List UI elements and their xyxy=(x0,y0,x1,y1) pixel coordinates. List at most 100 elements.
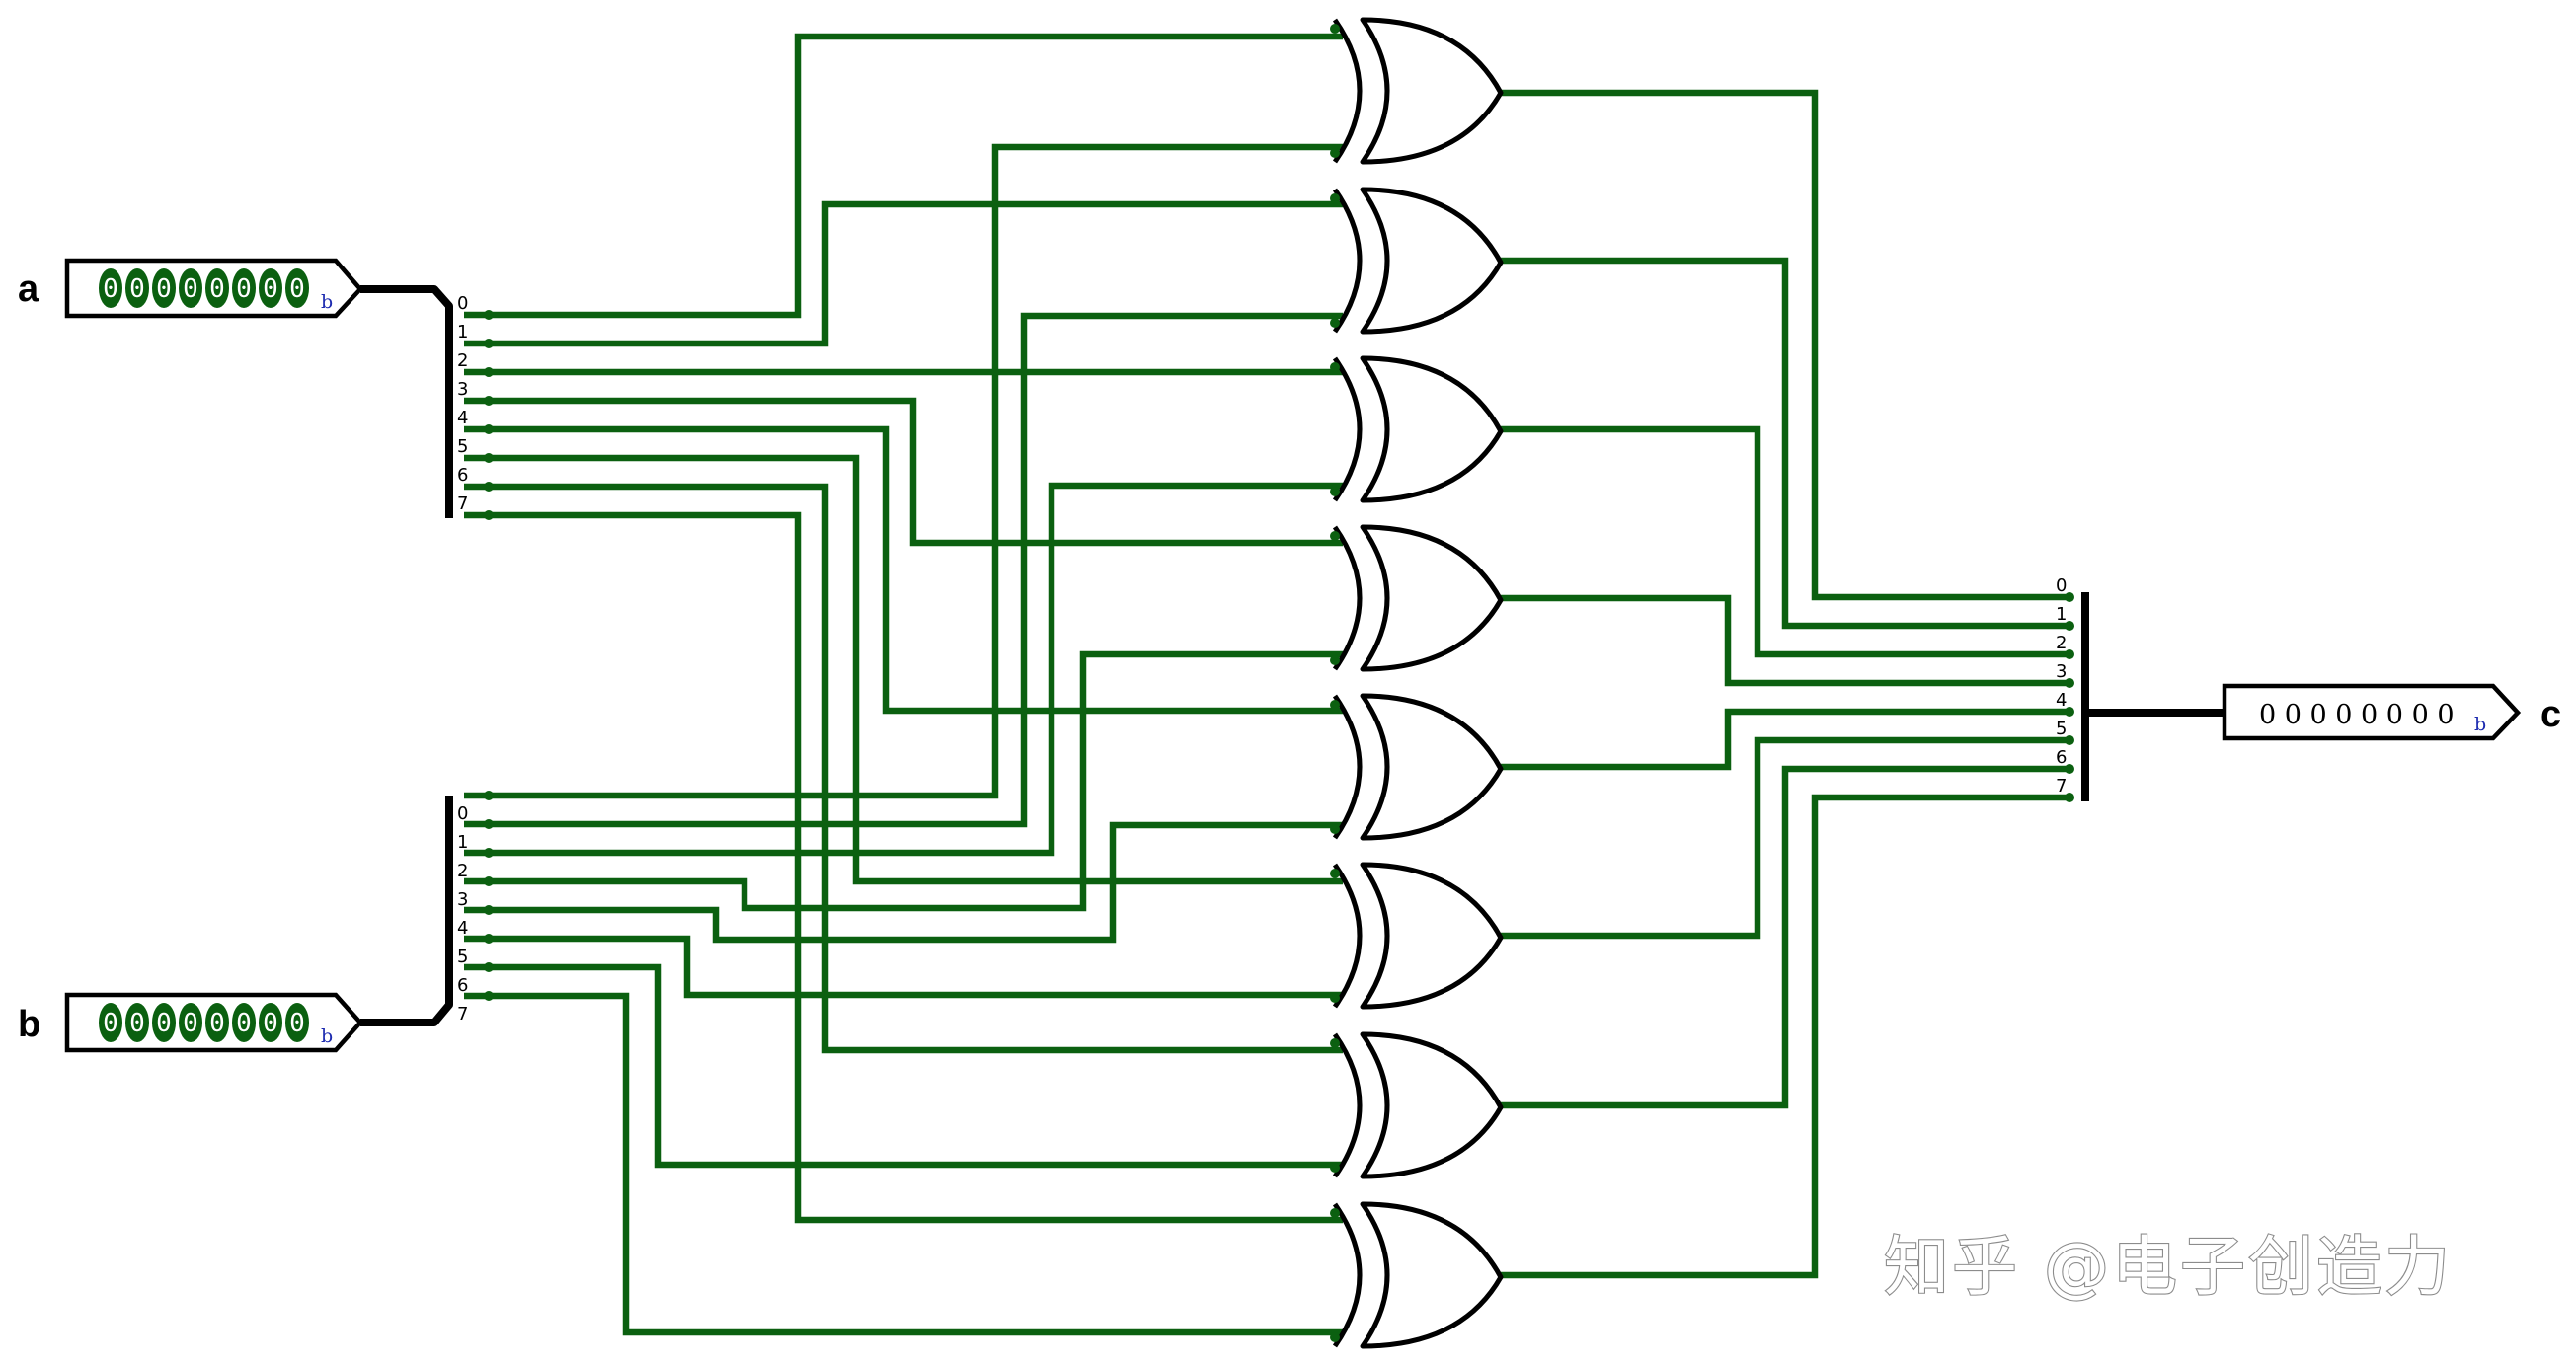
xor-gate-input-arc xyxy=(1332,188,1363,334)
input-bit-value: 0 xyxy=(103,1009,118,1038)
input-bit-value: 0 xyxy=(156,274,172,304)
splitter-tap-dot xyxy=(484,510,494,520)
splitter-b-bit-label: 4 xyxy=(457,918,468,939)
splitter-b-bit-label: 7 xyxy=(457,1004,468,1024)
xor-gate-body xyxy=(1360,862,1504,1010)
input-bit-7[interactable] xyxy=(285,1003,309,1042)
wire-out3 xyxy=(1501,594,2073,687)
splitter-a-bit-label: 4 xyxy=(457,408,468,428)
input-bit-value: 0 xyxy=(156,1009,172,1038)
splitter-tap-dot xyxy=(2065,621,2074,631)
splitter-tap-dot xyxy=(2065,678,2074,688)
gate-input-dot xyxy=(1330,362,1340,372)
bus-layer xyxy=(360,285,2225,1026)
gate-input-dot xyxy=(1330,1208,1340,1218)
input-b-radix: b xyxy=(321,1025,333,1047)
xor-gate-3 xyxy=(1332,524,1504,672)
splitter-a-bit-label: 1 xyxy=(457,322,468,342)
splitter-c-bit-label: 4 xyxy=(2056,690,2067,711)
gate-input-dot xyxy=(1330,700,1340,710)
output-pin-c: 0 0 0 0 0 0 0 0 b xyxy=(2222,683,2522,741)
input-bit-7[interactable] xyxy=(285,268,309,308)
splitter-tap-dot xyxy=(484,396,494,406)
gate-input-dot xyxy=(1330,531,1340,541)
xor-gate-input-arc xyxy=(1332,356,1363,502)
xor-gate-body xyxy=(1360,693,1504,841)
splitter-b-bit-label: 0 xyxy=(457,803,468,824)
xor-gate-input-arc xyxy=(1332,694,1363,840)
input-bit-value: 0 xyxy=(263,274,278,304)
splitter-tap-dot xyxy=(484,367,494,377)
splitter-tap-dot xyxy=(484,819,494,829)
input-bit-2[interactable] xyxy=(152,1003,176,1042)
input-bit-5[interactable] xyxy=(232,1003,256,1042)
gate-input-dot xyxy=(1330,487,1340,496)
input-bit-value: 0 xyxy=(236,1009,252,1038)
wire-a3 xyxy=(464,397,1343,547)
xor-gate-7 xyxy=(1332,1201,1504,1349)
splitter-a-bit-label: 2 xyxy=(457,350,468,371)
input-bit-value: 0 xyxy=(183,1009,198,1038)
input-bit-value: 0 xyxy=(129,274,145,304)
gate-input-dot xyxy=(1330,869,1340,878)
xor-gate-body xyxy=(1360,187,1504,335)
wire-a6 xyxy=(464,483,1343,1054)
wire-layer xyxy=(464,33,2073,1336)
input-bit-value: 0 xyxy=(209,274,225,304)
wire-out4 xyxy=(1501,708,2073,771)
splitter-tap-dot xyxy=(484,482,494,492)
splitter-tap-dot xyxy=(484,991,494,1001)
splitter-tap-dot xyxy=(484,848,494,858)
input-bit-1[interactable] xyxy=(125,268,149,308)
output-c-value: 0 0 0 0 0 0 0 0 xyxy=(2259,700,2455,730)
splitter-b-bit-label: 6 xyxy=(457,975,468,996)
splitter-a-bit-label: 0 xyxy=(457,293,468,314)
input-bit-6[interactable] xyxy=(259,268,282,308)
input-bit-4[interactable] xyxy=(205,1003,229,1042)
wire-a1 xyxy=(464,200,1343,347)
splitter-tap-dot xyxy=(484,962,494,972)
splitter-tap-dot xyxy=(484,339,494,348)
input-bit-2[interactable] xyxy=(152,268,176,308)
gate-input-dot xyxy=(1330,993,1340,1003)
input-bit-3[interactable] xyxy=(179,268,202,308)
bus-b xyxy=(360,796,453,1026)
input-bit-0[interactable] xyxy=(99,268,122,308)
splitter-c-bit-label: 3 xyxy=(2056,661,2067,682)
wire-b6 xyxy=(464,963,1343,1169)
watermark: 知乎 @电子创造力 xyxy=(1884,1229,2453,1305)
input-bit-6[interactable] xyxy=(259,1003,282,1042)
splitter-tap-dot xyxy=(484,424,494,434)
input-a-radix: b xyxy=(321,291,333,313)
splitter-tap-dot xyxy=(2065,707,2074,717)
wire-out6 xyxy=(1501,765,2073,1109)
splitter-b-bit-label: 3 xyxy=(457,889,468,910)
splitter-tap-dot xyxy=(484,876,494,886)
xor-gate-layer xyxy=(1332,17,1504,1349)
input-bit-value: 0 xyxy=(183,274,198,304)
input-bit-4[interactable] xyxy=(205,268,229,308)
xor-gate-5 xyxy=(1332,862,1504,1010)
input-bit-3[interactable] xyxy=(179,1003,202,1042)
input-bit-1[interactable] xyxy=(125,1003,149,1042)
splitter-tap-dot xyxy=(2065,764,2074,774)
input-bit-5[interactable] xyxy=(232,268,256,308)
wire-out0 xyxy=(1501,89,2073,601)
input-bit-0[interactable] xyxy=(99,1003,122,1042)
splitter-c-bit-label: 6 xyxy=(2056,747,2067,768)
splitter-tap-dot xyxy=(2065,793,2074,802)
xor-gate-0 xyxy=(1332,17,1504,165)
xor-gate-input-arc xyxy=(1332,18,1363,164)
input-bit-value: 0 xyxy=(263,1009,278,1038)
splitter-a-bit-label: 6 xyxy=(457,465,468,486)
gate-input-dot xyxy=(1330,1038,1340,1048)
splitter-tap-dot xyxy=(2065,592,2074,602)
splitter-tap-dot xyxy=(484,905,494,915)
gate-input-dot xyxy=(1330,1163,1340,1173)
